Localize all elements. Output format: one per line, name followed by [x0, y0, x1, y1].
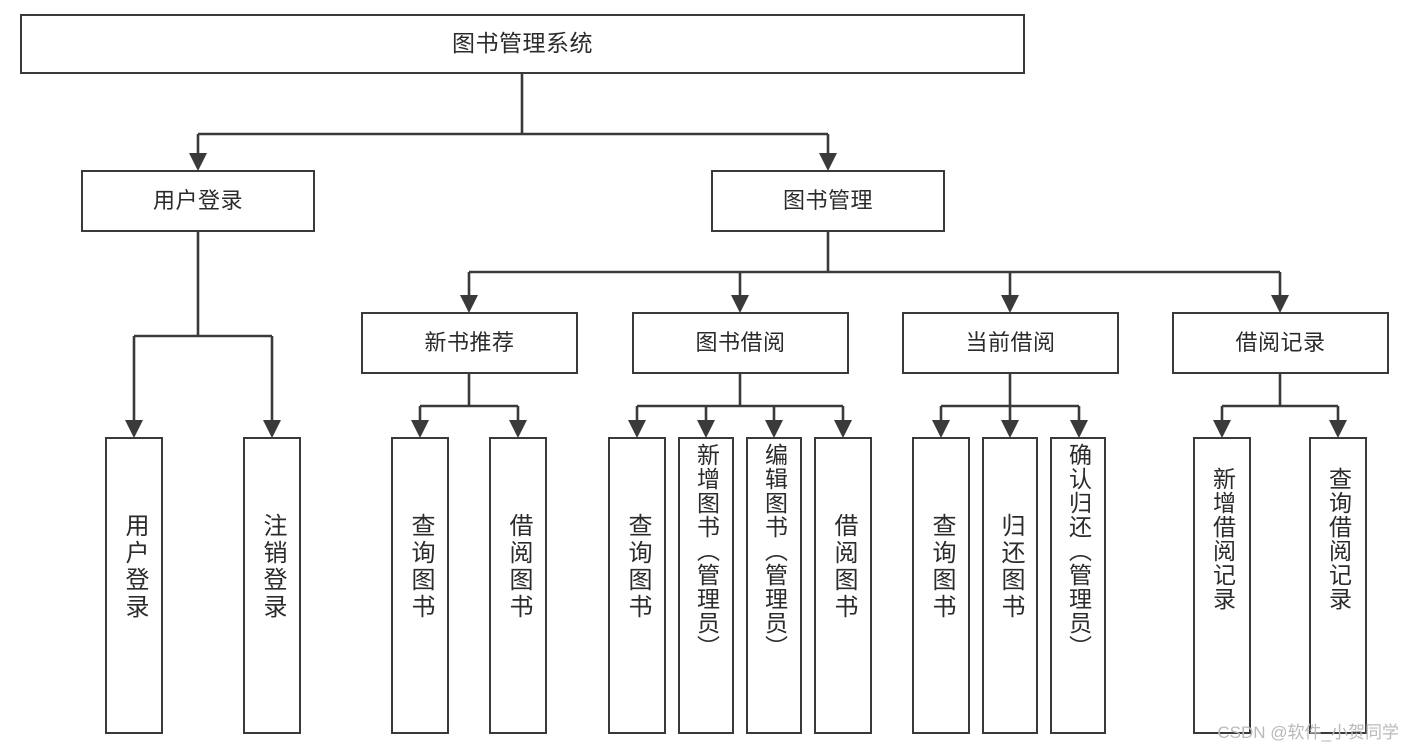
node-label: 当前借阅: [965, 330, 1056, 356]
leaf-user-login-logout[interactable]: 注销登录: [243, 437, 301, 734]
node-label: 图书管理系统: [452, 30, 593, 57]
node-label: 查询图书: [624, 513, 651, 621]
leaf-user-login-login[interactable]: 用户登录: [105, 437, 163, 734]
leaf-book-borrow-query-book[interactable]: 查询图书: [608, 437, 666, 734]
node-label: 借阅图书: [830, 513, 857, 621]
node-book-management[interactable]: 图书管理: [711, 170, 945, 232]
node-label: 查询借阅记录: [1325, 467, 1352, 611]
leaf-current-borrow-return-book[interactable]: 归还图书: [982, 437, 1038, 734]
node-label: 归还图书: [997, 513, 1024, 621]
node-label: 新增借阅记录: [1209, 467, 1236, 611]
leaf-borrow-record-query-record[interactable]: 查询借阅记录: [1309, 437, 1367, 734]
node-label: 注销登录: [259, 513, 286, 621]
node-label: 查询图书: [928, 513, 955, 621]
leaf-current-borrow-confirm-return-admin[interactable]: 确认归还（管理员）: [1050, 437, 1106, 734]
leaf-new-book-query-book[interactable]: 查询图书: [391, 437, 449, 734]
node-label: 用户登录: [121, 513, 148, 621]
node-label: 用户登录: [152, 188, 243, 214]
node-root-book-management-system[interactable]: 图书管理系统: [20, 14, 1025, 74]
node-label: 新增图书（管理员）: [693, 443, 720, 659]
leaf-new-book-borrow-book[interactable]: 借阅图书: [489, 437, 547, 734]
leaf-book-borrow-add-book-admin[interactable]: 新增图书（管理员）: [678, 437, 734, 734]
csdn-watermark: CSDN @软件_小贺同学: [1217, 723, 1399, 742]
node-new-book-recommend[interactable]: 新书推荐: [361, 312, 578, 374]
node-label: 图书管理: [782, 188, 873, 214]
leaf-book-borrow-borrow-book[interactable]: 借阅图书: [814, 437, 872, 734]
node-label: 图书借阅: [695, 330, 786, 356]
node-label: 新书推荐: [424, 330, 515, 356]
leaf-current-borrow-query-book[interactable]: 查询图书: [912, 437, 970, 734]
node-user-login[interactable]: 用户登录: [81, 170, 315, 232]
node-label: 查询图书: [407, 513, 434, 621]
node-current-borrow[interactable]: 当前借阅: [902, 312, 1119, 374]
leaf-book-borrow-edit-book-admin[interactable]: 编辑图书（管理员）: [746, 437, 802, 734]
node-label: 确认归还（管理员）: [1065, 443, 1092, 659]
node-label: 借阅记录: [1235, 330, 1326, 356]
node-borrow-record[interactable]: 借阅记录: [1172, 312, 1389, 374]
node-label: 编辑图书（管理员）: [761, 443, 788, 659]
leaf-borrow-record-add-record[interactable]: 新增借阅记录: [1193, 437, 1251, 734]
node-label: 借阅图书: [505, 513, 532, 621]
node-book-borrow[interactable]: 图书借阅: [632, 312, 849, 374]
